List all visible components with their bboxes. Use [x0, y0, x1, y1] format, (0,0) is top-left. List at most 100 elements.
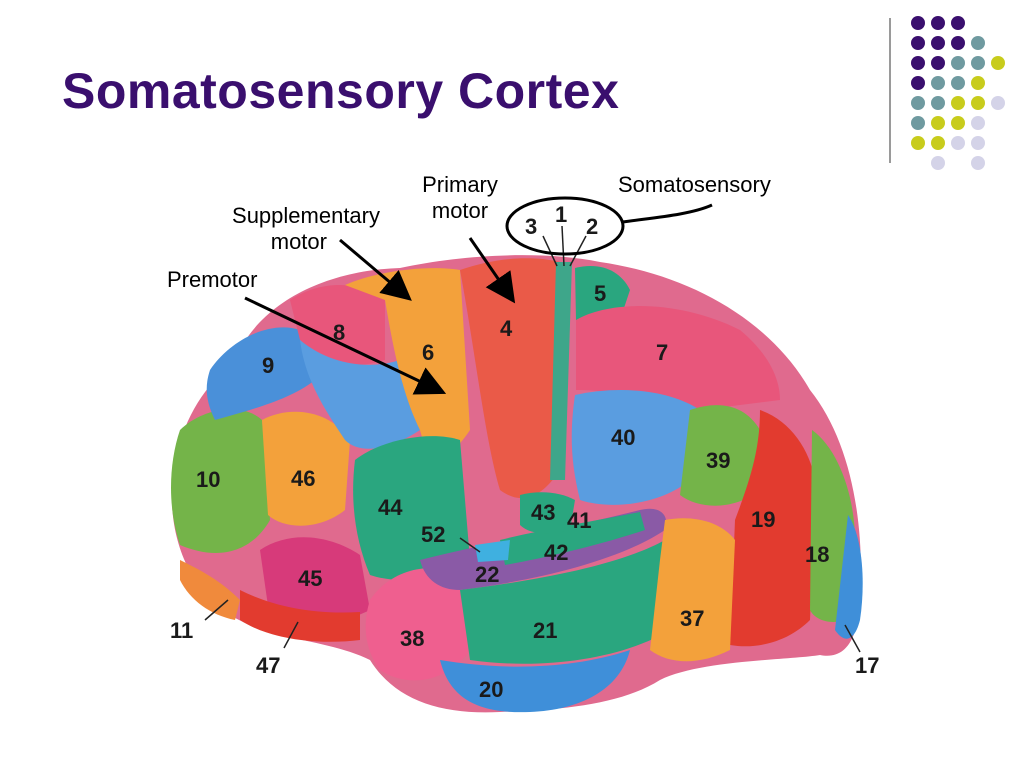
- area-label-18: 18: [805, 542, 829, 567]
- decor-dot: [911, 136, 925, 150]
- area-43-region: [520, 492, 575, 534]
- area-45-region: [260, 537, 370, 626]
- area-label-44: 44: [378, 495, 403, 520]
- area-6-region: [345, 268, 470, 457]
- decor-dot: [931, 116, 945, 130]
- area-39-region: [680, 405, 760, 506]
- arrow-supplementary-motor: [339, 238, 412, 301]
- area-21-region: [460, 540, 670, 664]
- leader-line-47: [283, 621, 299, 649]
- area-7-region: [576, 306, 780, 410]
- decor-dot: [911, 56, 925, 70]
- area-label-3: 3: [525, 214, 537, 239]
- area-37-region: [650, 518, 735, 662]
- decor-dot: [971, 136, 985, 150]
- area-10-region: [171, 409, 270, 553]
- leader-line-3: [542, 235, 558, 267]
- decor-dot: [971, 76, 985, 90]
- area-17-region: [835, 515, 863, 639]
- area-label-6: 6: [422, 340, 434, 365]
- area-41-42-region: [500, 512, 645, 565]
- decor-dot: [911, 76, 925, 90]
- decor-dot: [931, 16, 945, 30]
- area-label-9: 9: [262, 353, 274, 378]
- area-label-39: 39: [706, 448, 730, 473]
- area-9-region: [206, 327, 315, 420]
- decor-dot: [971, 116, 985, 130]
- area-38-region: [365, 568, 470, 681]
- decor-dot: [931, 136, 945, 150]
- primary-motor-label-line1: Primary: [422, 172, 498, 197]
- area-label-40: 40: [611, 425, 635, 450]
- area-19-region: [730, 410, 815, 647]
- slide-title: Somatosensory Cortex: [62, 63, 620, 119]
- area-label-10: 10: [196, 467, 220, 492]
- decor-dot: [911, 36, 925, 50]
- somatosensory-callout-ellipse: [505, 196, 625, 256]
- area-label-46: 46: [291, 466, 315, 491]
- area-52-region: [475, 540, 510, 562]
- area-label-11: 11: [170, 618, 193, 643]
- area-8-region: [290, 285, 385, 365]
- decor-dot: [911, 16, 925, 30]
- decor-dot: [951, 96, 965, 110]
- area-label-8: 8: [333, 320, 345, 345]
- somatosensory-label: Somatosensory: [618, 172, 771, 197]
- arrow-premotor: [244, 296, 447, 395]
- decor-dot: [951, 136, 965, 150]
- area-label-21: 21: [533, 618, 557, 643]
- leader-line-17: [844, 624, 861, 653]
- somatosensory-callout-connector: [622, 203, 713, 224]
- area-label-19: 19: [751, 507, 775, 532]
- divider-line: [889, 18, 891, 163]
- decor-dot: [931, 156, 945, 170]
- area-label-42: 42: [544, 540, 568, 565]
- decor-dot: [951, 56, 965, 70]
- area-label-38: 38: [400, 626, 424, 651]
- area-label-5: 5: [594, 281, 606, 306]
- area-label-52: 52: [421, 522, 445, 547]
- decor-dot: [931, 56, 945, 70]
- area-4-region: [460, 258, 560, 499]
- supplementary-motor-label-line1: Supplementary: [232, 203, 380, 228]
- decor-dot: [931, 36, 945, 50]
- decor-dot: [971, 56, 985, 70]
- decor-dot: [991, 96, 1005, 110]
- area-40-region: [571, 390, 700, 505]
- decor-dot: [971, 96, 985, 110]
- area-label-41: 41: [567, 508, 591, 533]
- area-label-37: 37: [680, 606, 704, 631]
- decor-dot: [971, 156, 985, 170]
- supplementary-motor-label: Supplementary motor: [190, 203, 380, 255]
- leader-line-2: [569, 235, 587, 267]
- decor-dot: [951, 116, 965, 130]
- decor-dot: [991, 56, 1005, 70]
- primary-motor-label-line2: motor: [431, 198, 489, 223]
- area-47-region: [240, 590, 360, 642]
- area-label-2: 2: [586, 214, 598, 239]
- area-label-4: 4: [500, 316, 513, 341]
- area-20-region: [440, 650, 630, 713]
- area-label-20: 20: [479, 677, 503, 702]
- supplementary-motor-label-line2: motor: [270, 229, 327, 254]
- area-label-1: 1: [555, 202, 567, 227]
- decor-dot: [971, 36, 985, 50]
- decor-dot: [931, 96, 945, 110]
- area-label-43: 43: [531, 500, 555, 525]
- area-label-22: 22: [475, 562, 499, 587]
- premotor-label: Premotor: [167, 267, 258, 292]
- area-label-7: 7: [656, 340, 668, 365]
- area-label-47: 47: [256, 653, 280, 678]
- area-11-region: [180, 560, 240, 620]
- leader-line-11: [204, 599, 229, 621]
- area-label-17: 17: [855, 653, 879, 678]
- primary-motor-label: Primary motor: [405, 172, 515, 224]
- decor-dot: [951, 36, 965, 50]
- area-label-45: 45: [298, 566, 322, 591]
- area-44-region: [353, 436, 470, 580]
- leader-line-52: [459, 537, 481, 553]
- leader-line-1: [561, 225, 565, 267]
- decor-dot: [911, 116, 925, 130]
- area-46-region: [262, 411, 350, 526]
